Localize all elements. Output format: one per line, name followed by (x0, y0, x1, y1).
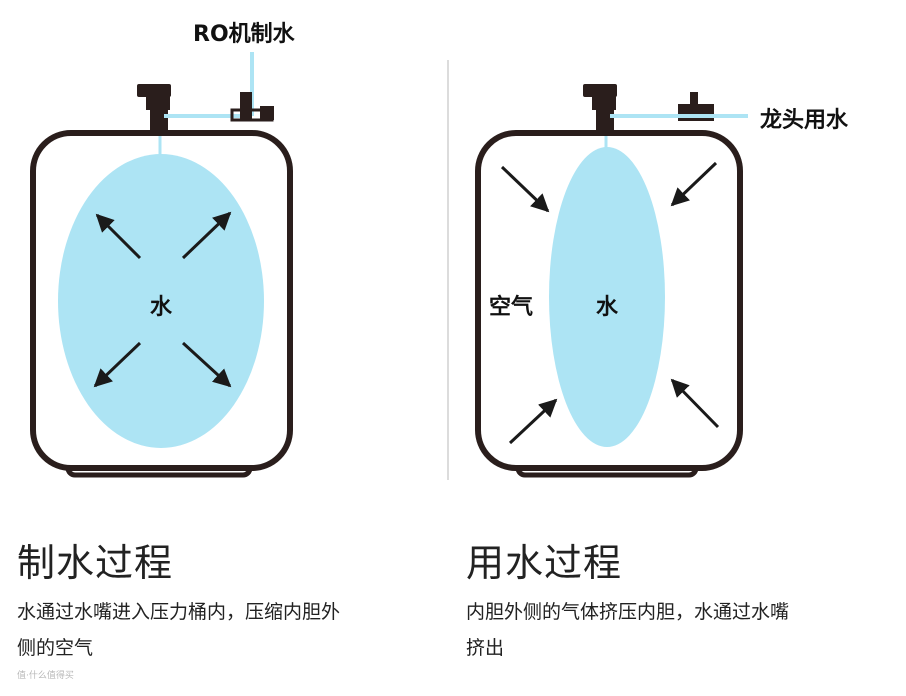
left-valve-stem (150, 106, 168, 136)
left-description: 水通过水嘴进入压力桶内，压缩内胆外 侧的空气 (17, 594, 340, 666)
right-arrow-tl (500, 165, 550, 213)
left-description-line-2: 侧的空气 (17, 637, 94, 659)
right-outlet-fitting (690, 92, 698, 106)
right-water-bladder (549, 147, 665, 447)
right-description: 内胆外侧的气体挤压内胆，水通过水嘴 挤出 (466, 594, 789, 666)
right-heading: 用水过程 (466, 541, 623, 585)
right-description-line-2: 挤出 (466, 637, 505, 659)
left-water-label: 水 (150, 295, 173, 320)
air-label: 空气 (489, 295, 534, 320)
left-heading: 制水过程 (17, 541, 174, 585)
right-arrow-tr (670, 161, 718, 207)
right-description-line-1: 内胆外侧的气体挤压内胆，水通过水嘴 (466, 601, 790, 623)
left-arrow-tr (181, 211, 232, 260)
watermark: 值·什么值得买 (17, 671, 74, 681)
right-arrow-br (670, 378, 720, 429)
faucet-water-label: 龙头用水 (760, 108, 849, 133)
right-valve-stem (596, 106, 614, 136)
left-arrow-br (181, 341, 232, 388)
ro-water-label: RO机制水 (193, 22, 295, 47)
left-inlet-fitting (240, 92, 252, 120)
left-tank (30, 52, 293, 478)
left-arrow-tl (95, 213, 142, 260)
right-arrow-bl (508, 398, 558, 445)
left-arrow-bl (93, 341, 142, 388)
left-description-line-1: 水通过水嘴进入压力桶内，压缩内胆外 (17, 601, 341, 623)
right-tank (475, 84, 748, 478)
right-water-label: 水 (596, 295, 619, 320)
